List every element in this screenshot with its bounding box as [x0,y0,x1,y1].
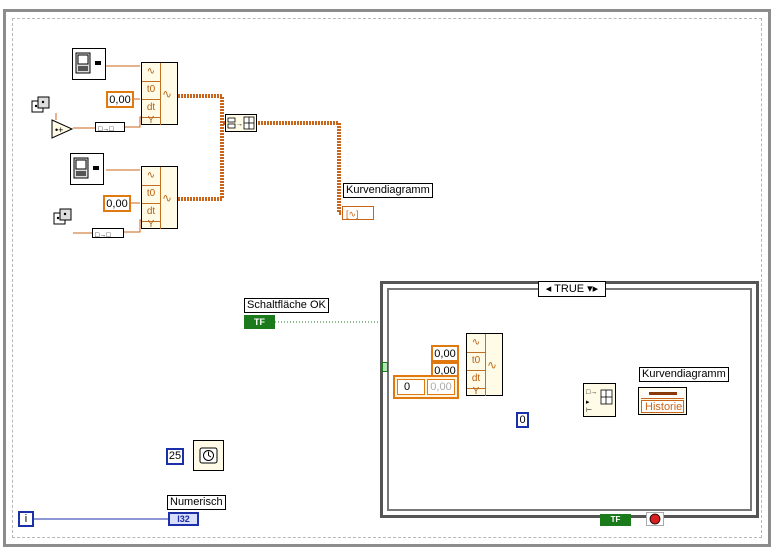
wf1-y: Y [142,116,161,126]
svg-text:⊢: ⊢ [586,407,592,414]
y-array-constant[interactable]: 0 0,00 [393,375,459,399]
clock-icon[interactable] [70,153,104,185]
svg-text:□→□: □→□ [95,232,111,238]
case-next-icon[interactable]: ▾▸ [584,283,599,295]
clock-icon-glyph [73,157,99,179]
svg-text:□→: □→ [586,389,597,396]
build-array-glyph: → [227,116,255,130]
wire-wf2-build [178,123,224,201]
wait-ms-glyph [199,447,218,464]
insert-array-glyph: □→ ▸ ⊢ [586,389,613,414]
numeric-label: Numerisch [167,495,226,510]
wait-constant[interactable]: 25 [166,448,184,465]
wf1-t0: t0 [142,81,161,100]
wf1-symbol: ∿ [142,63,161,82]
waveform-graph-icon[interactable]: [∿] [342,206,374,220]
clock-icon[interactable] [72,48,106,80]
to-dbl-glyph: □→□ [95,232,111,239]
case-graph-label: Kurvendiagramm [639,367,729,382]
case-selector-terminal [382,362,388,372]
dt-constant-2[interactable]: 0,00 [103,195,131,212]
wf3-output-symbol: ∿ [487,358,498,372]
build-waveform-2[interactable]: ∿ t0 dt Y ∿ [141,166,178,230]
history-index-constant[interactable]: 0 [516,412,529,428]
dt-constant-1[interactable]: 0,00 [106,91,134,108]
wf2-y: Y [142,220,161,230]
wf3-y: Y [467,387,486,397]
case-selector-value: TRUE [554,283,585,295]
build-array-icon[interactable]: → [225,114,257,132]
wf3-dt: dt [467,370,486,389]
wf3-t0: t0 [467,352,486,371]
property-node-icon[interactable]: Historie [638,387,687,415]
negate-icon[interactable]: •+ [50,119,74,139]
build-waveform-3[interactable]: ∿ t0 dt Y ∿ [466,333,503,397]
svg-text:[∿]: [∿] [346,209,359,219]
property-node-header [641,390,684,399]
array-element[interactable]: 0,00 [427,379,455,395]
graph-label: Kurvendiagramm [343,183,433,198]
case-prev-icon[interactable]: ◂ [545,283,555,295]
svg-text:•+: •+ [55,125,63,135]
wf2-symbol: ∿ [142,167,161,186]
dice-icon[interactable] [30,96,52,116]
build-waveform-1[interactable]: ∿ t0 dt Y ∿ [141,62,178,126]
case-structure-inner [387,288,752,511]
history-property: Historie [641,400,684,413]
case-selector[interactable]: ◂ TRUE ▾▸ [538,281,606,297]
wf1-output-symbol: ∿ [162,87,173,101]
svg-text:→: → [236,121,243,128]
svg-text:□→□: □→□ [98,126,114,132]
wait-ms-icon[interactable] [193,440,224,471]
to-dbl-icon[interactable]: □→□ [92,228,124,239]
array-index[interactable]: 0 [397,379,425,395]
svg-text:▸: ▸ [586,399,590,406]
to-dbl-glyph: □→□ [98,126,114,133]
waveform-graph-glyph: [∿] [346,209,359,219]
clock-icon-glyph [75,52,101,74]
t0-constant-3[interactable]: 0,00 [431,345,459,362]
button-label: Schaltfläche OK [244,298,329,313]
loop-index-terminal[interactable]: i [18,511,34,527]
to-dbl-icon[interactable]: □→□ [95,122,125,133]
negate-icon-glyph: •+ [51,119,74,139]
insert-array-icon[interactable]: □→ ▸ ⊢ [583,383,616,417]
wf3-symbol: ∿ [467,334,486,353]
stop-tf-terminal[interactable]: TF [600,514,631,526]
dice-icon-glyph [31,96,50,113]
stop-button-glyph [649,513,661,525]
wf2-output-symbol: ∿ [162,191,173,205]
wf2-t0: t0 [142,185,161,204]
numeric-terminal[interactable]: I32 [168,512,199,526]
stop-button-icon[interactable] [646,512,664,526]
wire-wf1-build [178,94,225,125]
dice-icon[interactable] [52,208,74,228]
ok-button-terminal[interactable]: TF [244,315,275,329]
dice-icon-glyph [53,208,72,225]
wf1-dt: dt [142,99,161,118]
wf2-dt: dt [142,203,161,222]
wire-build-graph [258,121,344,215]
case-structure[interactable]: ◂ TRUE ▾▸ [380,281,759,518]
